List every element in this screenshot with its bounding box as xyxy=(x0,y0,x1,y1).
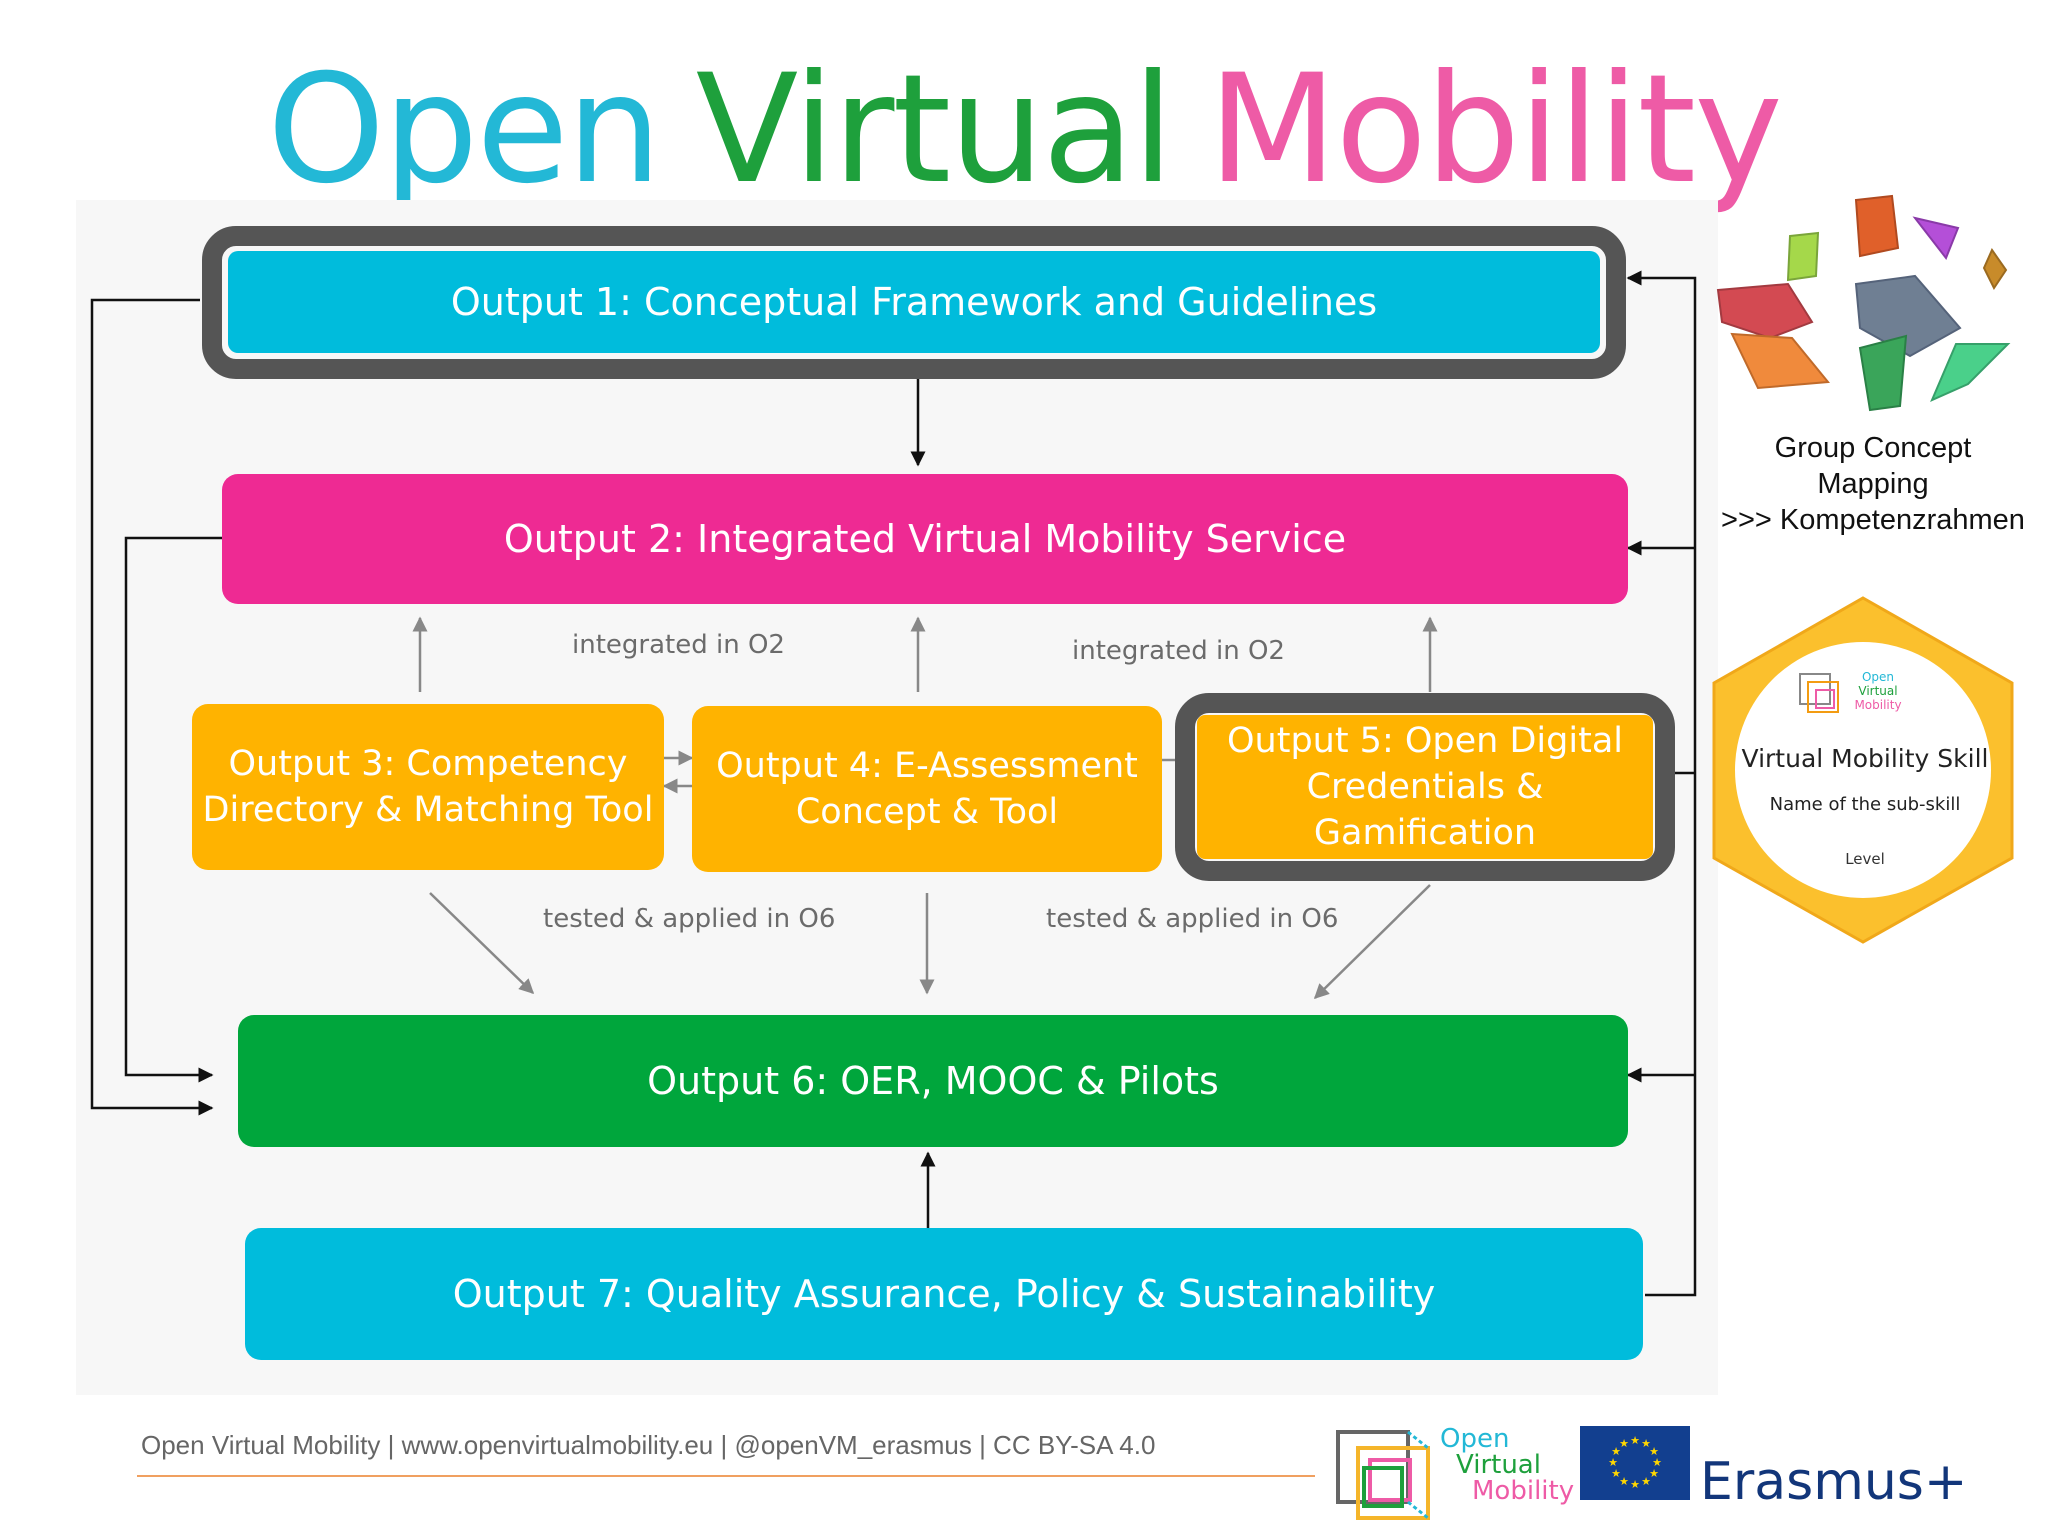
output-5-box: Output 5: Open Digital Credentials & Gam… xyxy=(1197,715,1653,859)
svg-text:★: ★ xyxy=(1652,1456,1662,1469)
loop-o2-to-o6 xyxy=(124,536,222,1083)
output-4-label-line2: Concept & Tool xyxy=(795,792,1059,832)
badge-logo-text: Open Virtual Mobility xyxy=(1848,670,1908,712)
output-7-label: Output 7: Quality Assurance, Policy & Su… xyxy=(452,1272,1436,1316)
svg-text:★: ★ xyxy=(1611,1445,1621,1458)
note-tested-left: tested & applied in O6 xyxy=(543,904,836,934)
badge-title: Virtual Mobility Skill xyxy=(1741,744,1989,773)
ovm-logo-mobility: Mobility xyxy=(1472,1476,1575,1506)
output-3-label-line2: Directory & Matching Tool xyxy=(202,790,654,830)
output-4-label-line1: Output 4: E-Assessment xyxy=(716,746,1138,786)
output-5-highlight-frame xyxy=(1175,693,1675,881)
group-concept-map-illustration xyxy=(1716,194,2011,412)
title-word-mobility: Mobility xyxy=(1207,43,1783,217)
svg-text:★: ★ xyxy=(1641,1437,1651,1450)
footer-text: Open Virtual Mobility | www.openvirtualm… xyxy=(141,1430,1156,1460)
svg-text:★: ★ xyxy=(1619,1475,1629,1488)
badge-level: Level xyxy=(1845,850,1885,868)
output-2-box: Output 2: Integrated Virtual Mobility Se… xyxy=(222,474,1628,604)
arrow-o5-to-o6 xyxy=(1313,884,1431,1000)
svg-text:★: ★ xyxy=(1611,1467,1621,1480)
loop-o7-right xyxy=(1626,270,1697,1297)
note-integrated-right: integrated in O2 xyxy=(1072,636,1285,666)
footer-divider xyxy=(137,1475,1315,1477)
svg-text:★: ★ xyxy=(1641,1475,1651,1488)
badge-subskill: Name of the sub-skill xyxy=(1769,794,1961,815)
output-7-box: Output 7: Quality Assurance, Policy & Su… xyxy=(245,1228,1643,1360)
svg-text:★: ★ xyxy=(1619,1437,1629,1450)
output-1-label: Output 1: Conceptual Framework and Guide… xyxy=(450,280,1378,324)
output-1-highlight-frame xyxy=(202,226,1626,379)
arrow-o3-to-o6 xyxy=(429,892,535,995)
svg-text:★: ★ xyxy=(1630,1434,1640,1447)
svg-text:★: ★ xyxy=(1608,1456,1618,1469)
output-3-label-line1: Output 3: Competency xyxy=(228,744,628,784)
note-integrated-left: integrated in O2 xyxy=(572,630,785,660)
output-1-box: Output 1: Conceptual Framework and Guide… xyxy=(228,251,1600,353)
loop-o1-to-o6 xyxy=(90,298,214,1116)
title-word-virtual: Virtual xyxy=(695,43,1174,217)
output-2-label: Output 2: Integrated Virtual Mobility Se… xyxy=(503,517,1347,561)
svg-text:★: ★ xyxy=(1630,1478,1640,1491)
output-4-box: Output 4: E-Assessment Concept & Tool xyxy=(692,706,1162,872)
gcm-line2: >>> Kompetenzrahmen xyxy=(1721,504,2025,536)
title-word-open: Open xyxy=(267,43,662,217)
badge-logo-open: Open xyxy=(1861,670,1895,684)
badge-logo-mobility: Mobility xyxy=(1854,698,1902,712)
ovm-logo-icon xyxy=(1336,1430,1430,1520)
eu-flag-icon: ★★★ ★★★ ★★★ ★★★ xyxy=(1580,1426,1690,1500)
note-tested-right: tested & applied in O6 xyxy=(1046,904,1339,934)
ovm-logo-open: Open xyxy=(1440,1424,1510,1454)
badge-logo-virtual: Virtual xyxy=(1858,684,1898,698)
output-6-box: Output 6: OER, MOOC & Pilots xyxy=(238,1015,1628,1147)
virtual-mobility-skill-badge xyxy=(1712,596,2014,944)
output-5-label-line2: Credentials & Gamification xyxy=(1306,767,1544,853)
gcm-line1: Group Concept Mapping xyxy=(1774,432,1972,500)
erasmus-plus-logo-text: Erasmus+ xyxy=(1700,1452,1968,1512)
ovm-logo-virtual: Virtual xyxy=(1456,1450,1541,1480)
output-6-label: Output 6: OER, MOOC & Pilots xyxy=(647,1059,1219,1103)
group-concept-mapping-caption: Group Concept Mapping >>> Kompetenzrahme… xyxy=(1718,430,2028,538)
svg-text:★: ★ xyxy=(1649,1467,1659,1480)
output-3-box: Output 3: Competency Directory & Matchin… xyxy=(192,704,664,870)
svg-text:★: ★ xyxy=(1649,1445,1659,1458)
output-5-label-line1: Output 5: Open Digital xyxy=(1226,721,1623,761)
